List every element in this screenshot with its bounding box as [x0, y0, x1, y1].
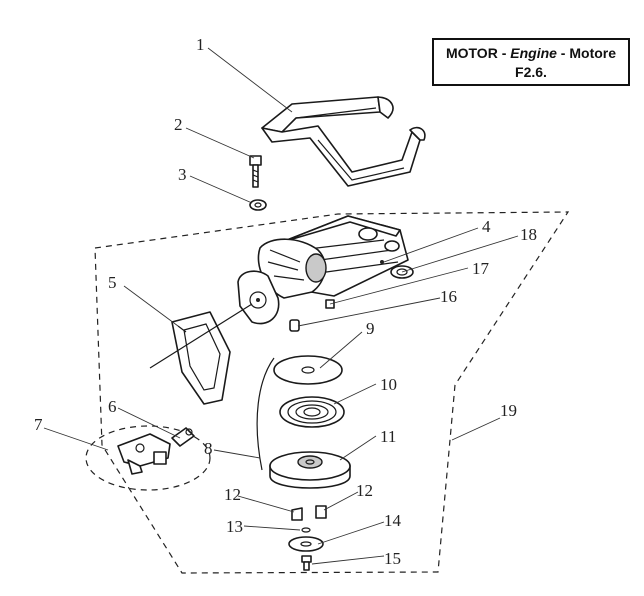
title-motore: - Motore — [556, 45, 617, 61]
callout-19: 19 — [500, 401, 517, 420]
part-8-pull-cord — [256, 357, 275, 471]
callout-4: 4 — [482, 217, 491, 236]
part-13-clip — [301, 527, 311, 533]
callout-7: 7 — [34, 415, 43, 434]
part-2-bolt — [249, 155, 262, 188]
part-15-screw — [301, 555, 312, 571]
part-3-washer — [249, 199, 267, 211]
callout-12-right: 12 — [356, 481, 373, 500]
title-line-1: MOTOR - Engine - Motore — [434, 44, 628, 63]
part-1-handle-bar — [261, 96, 426, 187]
callout-12-left: 12 — [224, 485, 241, 504]
callout-15: 15 — [384, 549, 401, 568]
part-16-fitting — [289, 319, 300, 332]
callout-labels: 1 2 3 4 5 6 7 8 9 10 11 12 12 13 14 15 1… — [34, 35, 537, 568]
part-14-retainer — [288, 536, 324, 552]
part-11-pulley — [269, 451, 351, 489]
engine-fan-housing — [257, 238, 327, 299]
figure-number: F2.6. — [515, 64, 547, 80]
callout-5: 5 — [108, 273, 117, 292]
part-7-carburetor — [117, 433, 171, 475]
title-box: MOTOR - Engine - Motore F2.6. — [432, 38, 630, 86]
air-filter-cover — [237, 270, 280, 325]
callout-13: 13 — [226, 517, 243, 536]
callout-11: 11 — [380, 427, 396, 446]
filter-rod — [149, 303, 253, 369]
title-engine: Engine — [510, 45, 557, 61]
callout-10: 10 — [380, 375, 397, 394]
callout-2: 2 — [174, 115, 183, 134]
part-6-spark-plug — [171, 427, 195, 447]
callout-6: 6 — [108, 397, 117, 416]
callout-14: 14 — [384, 511, 402, 530]
callout-17: 17 — [472, 259, 490, 278]
part-10-recoil-spring — [279, 396, 345, 428]
leader-lines — [43, 47, 519, 565]
callout-8: 8 — [204, 439, 213, 458]
part-5-filter-frame — [171, 311, 231, 405]
callout-3: 3 — [178, 165, 187, 184]
part-12-pawls — [291, 505, 327, 521]
callout-18: 18 — [520, 225, 537, 244]
part-9-plate — [273, 355, 343, 385]
assembly-outline-dashed — [94, 211, 570, 574]
callout-9: 9 — [366, 319, 375, 338]
title-motor: MOTOR - — [445, 45, 511, 61]
part-7-outline-dashed — [85, 425, 211, 491]
callout-1: 1 — [196, 35, 205, 54]
callout-16: 16 — [440, 287, 457, 306]
